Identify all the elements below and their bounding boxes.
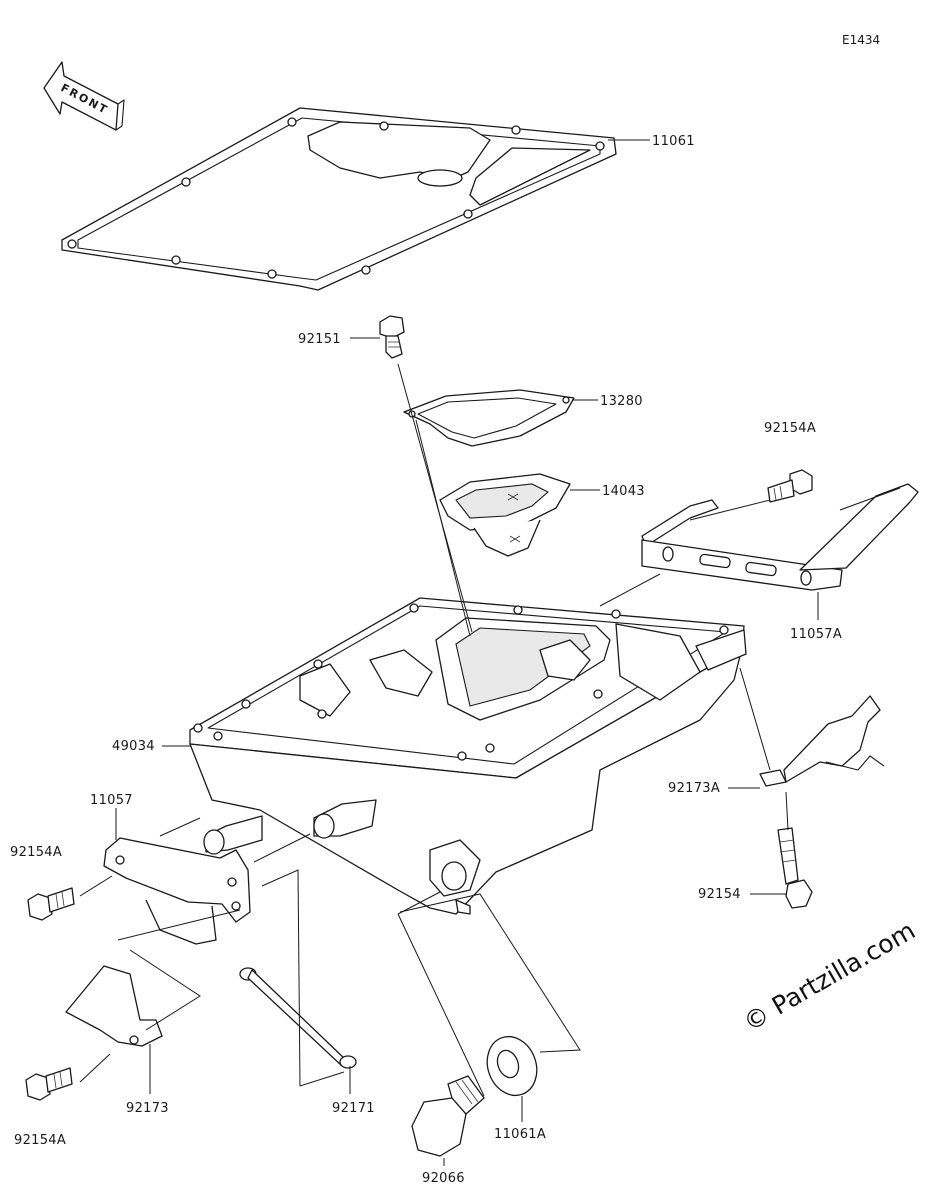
- callout-92151: 92151: [298, 332, 341, 347]
- bolt-92151: [379, 315, 405, 359]
- pin-92171: [239, 967, 357, 1069]
- callout-14043: 14043: [602, 484, 645, 499]
- callout-13280: 13280: [600, 394, 643, 409]
- callout-92171: 92171: [332, 1101, 375, 1116]
- callout-92154: 92154: [698, 887, 741, 902]
- callout-92066: 92066: [422, 1171, 465, 1186]
- clip-92173a: [759, 695, 885, 787]
- diagram-code: E1434: [842, 33, 880, 47]
- drain-plug-92066: [411, 1075, 485, 1157]
- callout-labels: 11061 92151 13280 92154A 14043 11057A 49…: [10, 134, 842, 1186]
- bracket-11057: [103, 837, 251, 945]
- gasket-11061: [61, 107, 617, 291]
- clip-92173: [65, 965, 163, 1047]
- front-arrow-icon: FRONT: [43, 61, 125, 131]
- oil-pan-49034: [189, 597, 747, 915]
- watermark: © Partzilla.com: [739, 916, 921, 1038]
- washer-11061a: [486, 1035, 538, 1097]
- bolt-92154a-bottom: [25, 1067, 73, 1101]
- gasket-13280: [403, 389, 575, 447]
- callout-92173: 92173: [126, 1101, 169, 1116]
- callout-92173a: 92173A: [668, 781, 720, 796]
- callout-11057: 11057: [90, 793, 133, 808]
- callout-11057a: 11057A: [790, 627, 842, 642]
- bolt-92154a-top: [767, 469, 813, 503]
- bolt-92154a-left: [27, 887, 75, 921]
- bracket-11057a: [641, 483, 919, 591]
- callout-92154a-left: 92154A: [10, 845, 62, 860]
- callout-92154a-top: 92154A: [764, 421, 816, 436]
- callout-11061: 11061: [652, 134, 695, 149]
- bolt-92154-right: [777, 827, 813, 909]
- strainer-14043: [439, 473, 571, 557]
- callout-92154a-bottom: 92154A: [14, 1133, 66, 1148]
- leader-lines: [79, 139, 819, 1166]
- callout-49034: 49034: [112, 739, 155, 754]
- callout-11061a: 11061A: [494, 1127, 546, 1142]
